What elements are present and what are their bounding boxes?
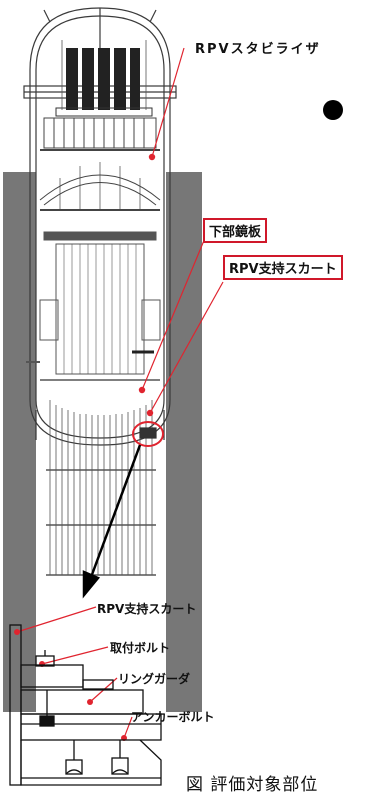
shroud-head	[39, 162, 161, 211]
label-mounting-bolt: 取付ボルト	[110, 641, 171, 655]
figure-caption: 図 評価対象部位	[186, 775, 319, 795]
right-wall	[166, 172, 202, 712]
label-rpv-stabilizer: RPVスタビライザ	[195, 42, 321, 57]
support-skirt	[35, 410, 165, 440]
detail-arrow	[82, 444, 142, 599]
list-bullet	[323, 100, 343, 120]
standpipes	[40, 117, 160, 151]
skirt-highlight-ellipse	[132, 421, 164, 447]
steam-dryer	[55, 40, 153, 117]
label-anchor-bolt: アンカーボルト	[131, 710, 215, 724]
core-region	[26, 231, 161, 381]
label-ring-girder: リングガーダ	[118, 672, 191, 686]
label-lower-head: 下部鏡板	[203, 218, 268, 243]
skirt-base-detail	[9, 624, 162, 786]
label-rpv-support-skirt: RPV支持スカート	[223, 255, 343, 280]
label-detail-skirt: RPV支持スカート	[97, 602, 197, 616]
